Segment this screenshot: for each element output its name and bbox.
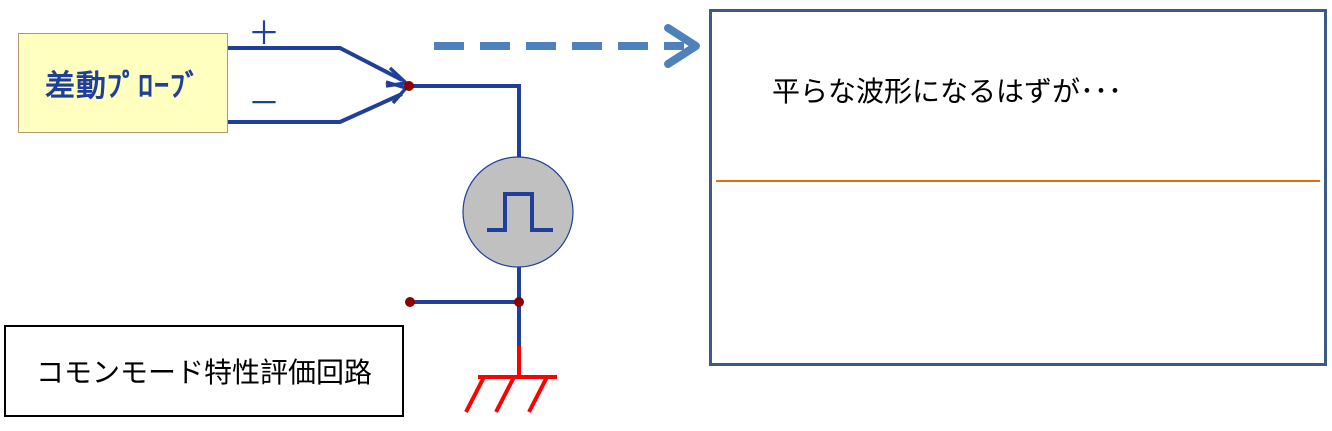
probe-node (404, 81, 414, 91)
ground-icon (464, 346, 557, 413)
flat-waveform (716, 180, 1320, 182)
differential-probe: 差動ﾌﾟﾛｰﾌﾞ (18, 33, 228, 133)
probe-plus-lead (228, 46, 403, 82)
branch-end-node (405, 297, 415, 307)
title-box: コモンモード特性評価回路 (4, 325, 404, 417)
top-wire (409, 84, 521, 158)
title-label: コモンモード特性評価回路 (35, 356, 372, 389)
scope-caption: 平らな波形になるはずが･･･ (772, 75, 1123, 108)
scope-screen: 平らな波形になるはずが･･･ (709, 9, 1327, 366)
pulse-source (462, 156, 574, 268)
junction-node (514, 297, 524, 307)
pulse-symbol-icon (487, 192, 553, 232)
minus-sign: － (248, 84, 280, 122)
probe-label: 差動ﾌﾟﾛｰﾌﾞ (45, 69, 201, 104)
plus-sign: ＋ (248, 14, 280, 52)
probe-minus-lead (228, 92, 403, 124)
signal-arrowhead (664, 24, 700, 68)
